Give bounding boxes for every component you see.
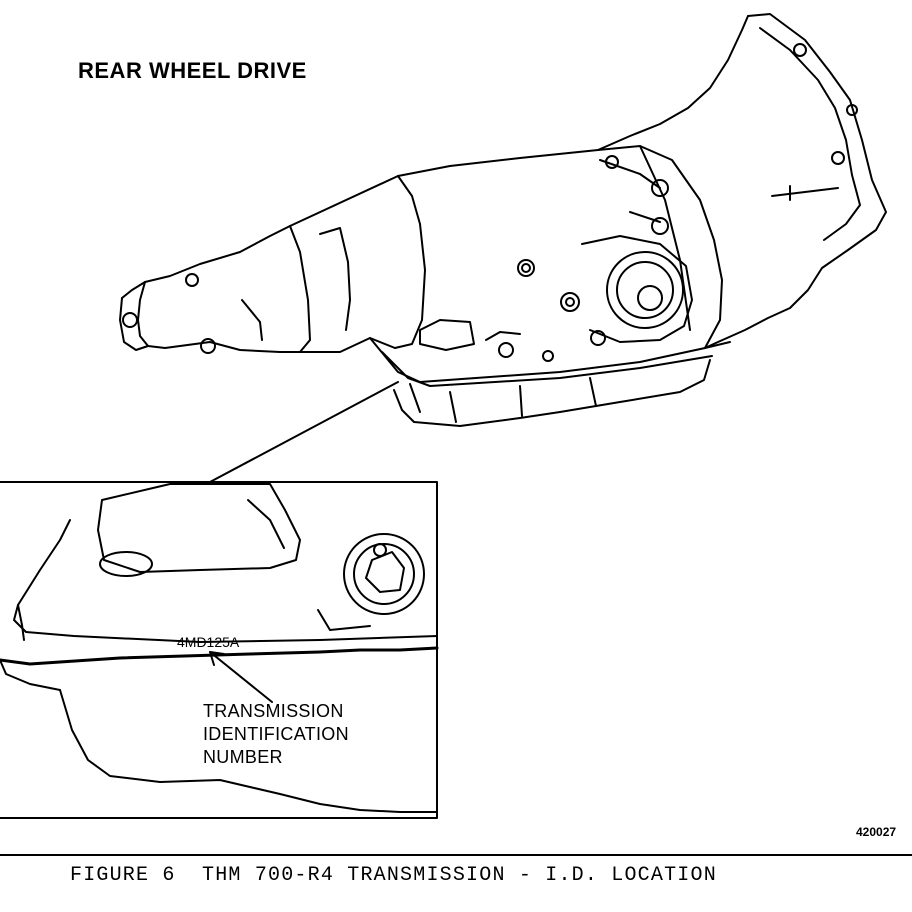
main-case [397, 145, 723, 349]
transmission-id-code: 4MD125A [177, 634, 240, 650]
oil-pan-flange [369, 337, 731, 383]
callout-line-3: NUMBER [203, 747, 283, 767]
drive-type-heading: REAR WHEEL DRIVE [78, 58, 307, 83]
inset-border [0, 481, 438, 819]
figure-reference-number: 420027 [856, 825, 897, 839]
bell-housing [704, 13, 887, 349]
inset-detail [0, 481, 439, 819]
callout-line-2: IDENTIFICATION [203, 724, 349, 744]
callout-line-1: TRANSMISSION [203, 701, 344, 721]
id-pointer-arrow [209, 651, 273, 703]
oil-pan [393, 359, 711, 427]
id-callout-label: TRANSMISSION IDENTIFICATION NUMBER [203, 700, 349, 769]
leader-line [209, 381, 399, 483]
drain-plug [343, 533, 425, 615]
servo-cover [606, 251, 684, 329]
extension-housing [289, 175, 399, 227]
figure-caption: FIGURE 6 THM 700-R4 TRANSMISSION - I.D. … [70, 864, 717, 887]
transmission-assembly [119, 13, 887, 427]
